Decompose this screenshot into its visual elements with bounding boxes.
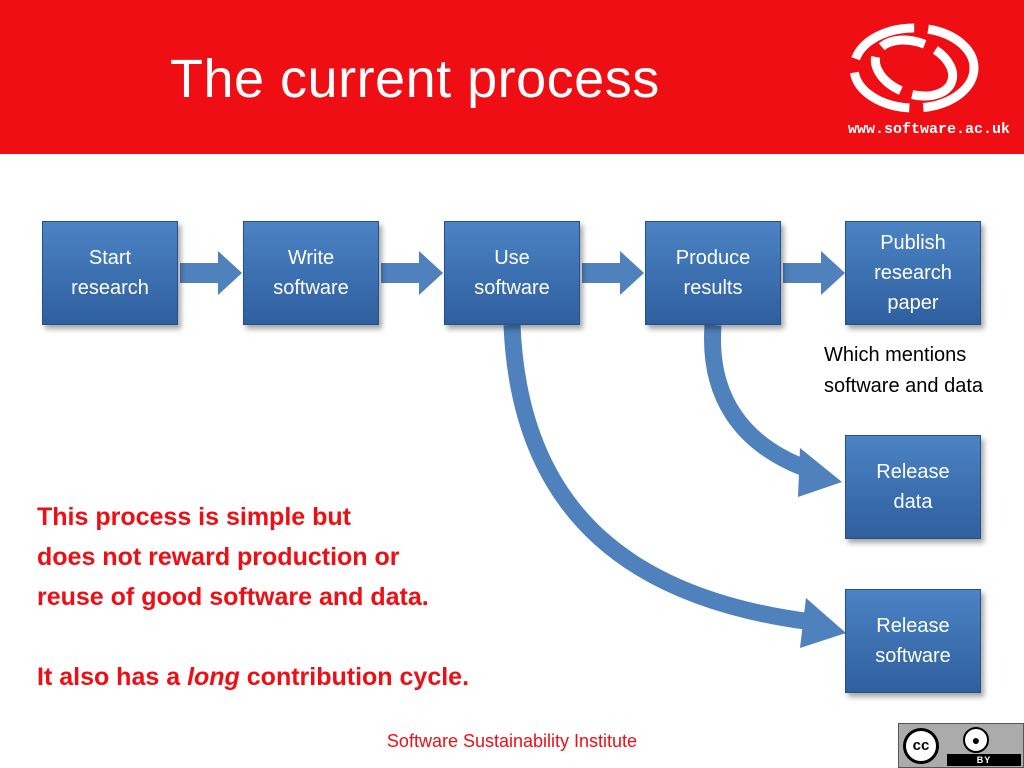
arrow-produce-to-publish <box>783 251 845 295</box>
step-label: Produce results <box>675 247 751 299</box>
message-line-1: This process is simple but <box>37 503 351 531</box>
cc-license-badge[interactable]: cc ● BY <box>898 723 1024 768</box>
step-use-software: Use software <box>444 221 580 325</box>
output-release-software: Release software <box>845 589 981 693</box>
arrow-use-to-produce <box>582 251 644 295</box>
curve-use-to-release-software <box>503 324 814 631</box>
step-label: Write software <box>273 247 349 299</box>
step-write-software: Write software <box>243 221 379 325</box>
arrow-write-to-use <box>381 251 443 295</box>
ssi-logo-icon <box>849 23 979 113</box>
step-start-research: Start research <box>42 221 178 325</box>
website-url[interactable]: www.software.ac.uk <box>847 121 1010 138</box>
arrow-start-to-write <box>180 251 242 295</box>
step-label: Publish research paper <box>874 232 952 314</box>
header-bar: The current process www.software.ac.uk <box>0 0 1024 154</box>
message-line-4-prefix: It also has a <box>37 663 188 691</box>
license-by-label: BY <box>947 754 1021 766</box>
curve-use-arrowhead <box>800 598 846 648</box>
step-publish-paper: Publish research paper <box>845 221 981 325</box>
message-line-2: does not reward production or <box>37 543 400 571</box>
output-label: Release data <box>876 461 950 513</box>
message-line-4: It also has a long contribution cycle. <box>37 657 469 697</box>
output-label: Release software <box>875 615 951 667</box>
curve-produce-arrowhead <box>798 448 842 497</box>
message-line-3: reuse of good software and data. <box>37 583 429 611</box>
process-message: This process is simple but does not rewa… <box>37 497 469 697</box>
cc-icon: cc <box>903 728 939 764</box>
step-produce-results: Produce results <box>645 221 781 325</box>
publish-note: Which mentions software and data <box>824 344 983 397</box>
curve-produce-to-release-data <box>703 324 813 479</box>
output-release-data: Release data <box>845 435 981 539</box>
slide-title: The current process <box>170 49 660 109</box>
message-spacer <box>37 617 469 657</box>
step-label: Start research <box>71 247 149 299</box>
person-icon: ● <box>963 727 989 753</box>
step-label: Use software <box>474 247 550 299</box>
message-line-4-emphasis: long <box>187 663 240 691</box>
message-line-4-suffix: contribution cycle. <box>239 663 470 691</box>
footer-institute: Software Sustainability Institute <box>386 731 638 751</box>
